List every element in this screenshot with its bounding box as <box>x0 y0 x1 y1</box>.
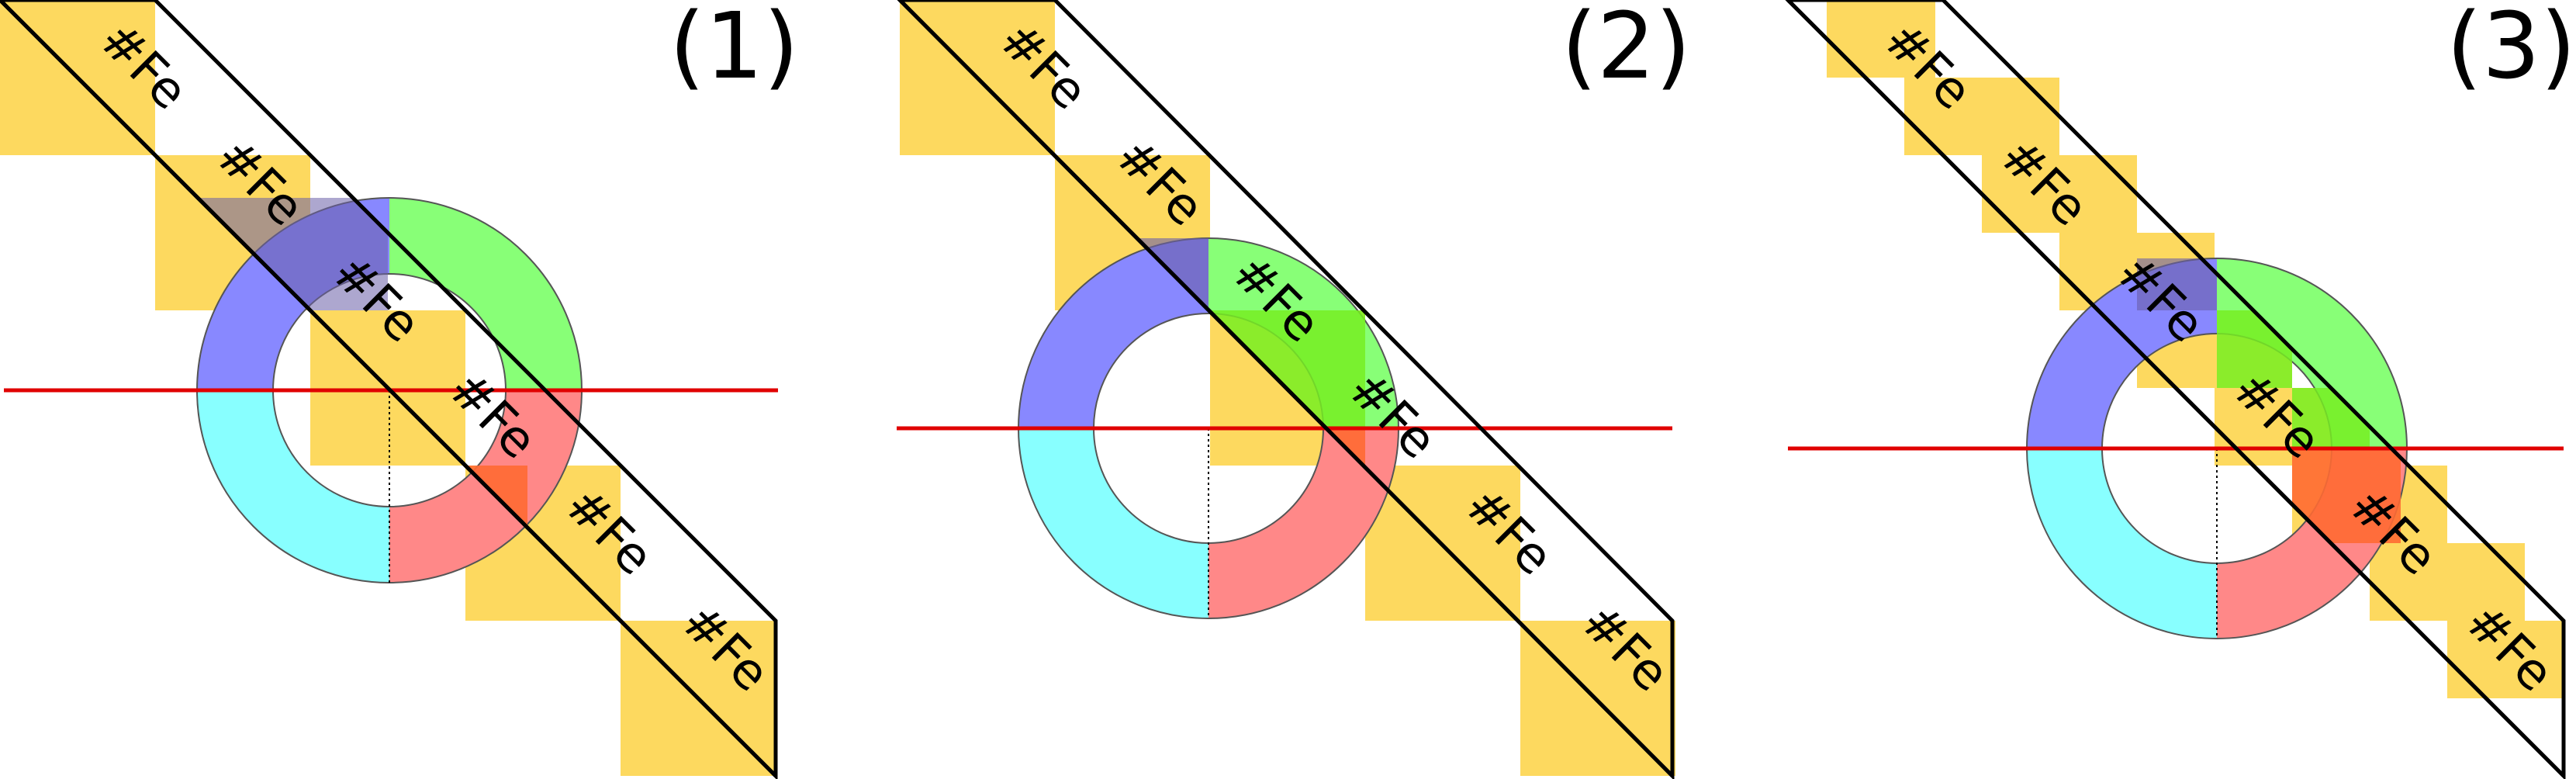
panel-label-1: (1) <box>669 0 799 99</box>
panel-label-2: (2) <box>1561 0 1691 99</box>
ring-quadrant-bottom-right <box>1208 428 1399 618</box>
panel-1-strip <box>0 0 778 779</box>
ring-quadrant-bottom-left <box>1018 428 1208 618</box>
panel-3: #Fe #Fe #Fe #Fe #Fe #Fe (3) <box>1785 0 2576 779</box>
ring-quadrant-top-left <box>1018 238 1208 428</box>
ring-quadrant-top-right <box>2217 258 2407 448</box>
diag-block <box>1827 0 1935 78</box>
ring-quadrant-top-right <box>389 198 582 390</box>
panel-2: #Fe #Fe #Fe #Fe #Fe #Fe (2) <box>897 0 1691 779</box>
panel-1: #Fe #Fe #Fe #Fe #Fe #Fe (1) <box>0 0 799 779</box>
diagonal-center-line <box>1786 0 2565 777</box>
panel-label-3: (3) <box>2446 0 2576 99</box>
panel-2-strip <box>897 0 1675 779</box>
diagonal-center-line <box>898 0 1674 777</box>
ring-quadrant-bottom-left <box>2027 448 2217 639</box>
diag-block <box>2447 621 2564 698</box>
panel-3-strip <box>1785 0 2566 779</box>
ring-quadrant-bottom-left <box>197 390 389 583</box>
diagonal-center-line <box>0 0 777 777</box>
